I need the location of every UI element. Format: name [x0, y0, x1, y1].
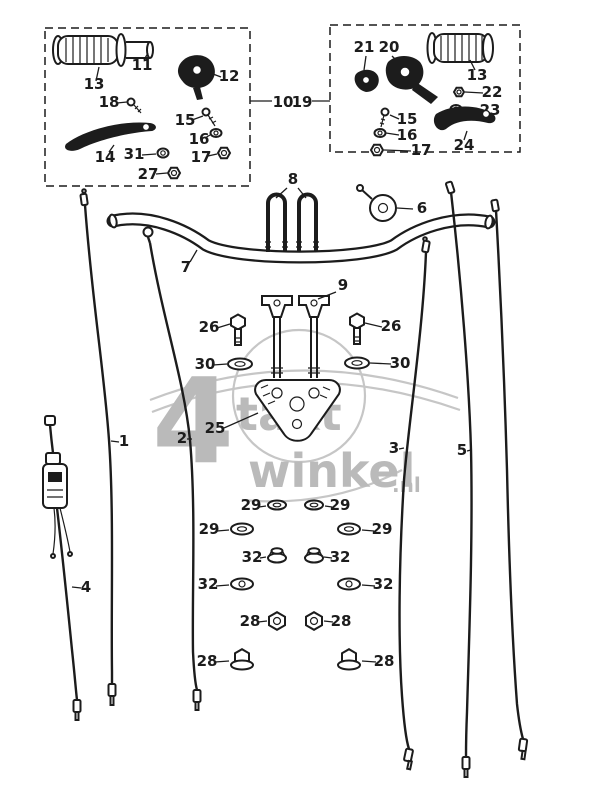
screw-18 — [126, 97, 142, 114]
part-label-nut-28-b: 28 — [331, 612, 352, 630]
part-label-screw-18: 18 — [99, 93, 120, 111]
bolt-15-right — [379, 107, 390, 128]
part-label-bolt-26-right: 26 — [381, 317, 402, 335]
bracket-plate — [254, 379, 341, 442]
part-label-washer-16-right: 16 — [397, 126, 418, 144]
part-label-bolt-26-left: 26 — [199, 318, 220, 336]
part-label-washer-30-left: 30 — [195, 355, 216, 373]
part-label-cable-1: 1 — [119, 432, 129, 450]
part-label-nut-17-right: 17 — [411, 141, 432, 159]
part-label-horn-6: 6 — [417, 199, 427, 217]
part-label-bolt-15-left: 15 — [175, 111, 196, 129]
washers-29-outer — [230, 522, 361, 536]
part-label-washer-29-c: 29 — [199, 520, 220, 538]
part-label-washer-31: 31 — [124, 145, 145, 163]
part-label-switch-20: 20 — [379, 38, 400, 56]
horn — [356, 184, 397, 222]
cable-4-switch — [42, 415, 82, 721]
bolt-26-right — [349, 312, 365, 345]
nut-17-left — [216, 146, 232, 160]
part-label-nut-32-b: 32 — [330, 548, 351, 566]
nuts-28-inner — [268, 611, 323, 631]
washer-16-right — [373, 128, 387, 138]
part-label-clamp-9: 9 — [338, 276, 348, 294]
lever-bracket-12 — [177, 55, 215, 100]
part-label-bolt-15-right: 15 — [397, 110, 418, 128]
part-label-nut-28-c: 28 — [197, 652, 218, 670]
part-label-nut-32-c: 32 — [198, 575, 219, 593]
part-label-cable-5: 5 — [457, 441, 467, 459]
nut-22 — [452, 86, 466, 98]
inset-box-right-border — [329, 24, 521, 153]
part-label-grip-left: 13 — [84, 75, 105, 93]
brake-lever-14 — [65, 122, 156, 151]
part-label-handlebar-7: 7 — [181, 258, 191, 276]
part-label-cable-4: 4 — [81, 578, 91, 596]
switch-clamp-21 — [354, 69, 379, 92]
lever-24 — [433, 106, 496, 131]
part-label-switch-clamp-21: 21 — [354, 38, 375, 56]
washer-31 — [156, 147, 170, 159]
part-label-cable-2: 2 — [177, 429, 187, 447]
part-label-bracket-25: 25 — [205, 419, 226, 437]
part-label-lever-14: 14 — [95, 148, 116, 166]
part-label-nut-28-a: 28 — [240, 612, 261, 630]
nuts-32-inner — [267, 547, 324, 564]
part-label-assembly-19: 19 — [292, 93, 313, 111]
washer-16-left — [209, 128, 223, 138]
watermark-word-bottom: winkel — [248, 444, 415, 498]
part-label-washer-29-b: 29 — [330, 496, 351, 514]
bolt-26-left — [230, 313, 246, 346]
washer-30-left — [227, 357, 253, 371]
washer-30-right — [344, 356, 370, 370]
watermark-suffix: .nl — [392, 473, 421, 497]
u-bolts — [265, 192, 319, 252]
cable-3 — [398, 236, 431, 771]
inset-box-left: 13 11 18 12 15 16 — [44, 27, 251, 187]
clamp-halves — [261, 295, 330, 378]
part-label-ubolts-8: 8 — [288, 170, 298, 188]
cable-2 — [142, 226, 202, 711]
cable-5-pair — [444, 180, 529, 778]
part-label-bracket-12: 12 — [219, 67, 240, 85]
switch-housing-20 — [385, 56, 438, 104]
inset-box-right: 21 20 13 22 23 — [329, 24, 521, 159]
part-label-nut-32-d: 32 — [373, 575, 394, 593]
part-label-assembly-10: 10 — [273, 93, 294, 111]
left-grip-assembly — [52, 33, 154, 67]
part-label-grip-right: 13 — [467, 66, 488, 84]
part-label-nut-17-left: 17 — [191, 148, 212, 166]
cable-1 — [79, 188, 117, 706]
part-label-nut-32-a: 32 — [242, 548, 263, 566]
part-label-lever-24: 24 — [454, 136, 475, 154]
part-label-washer-16-left: 16 — [189, 130, 210, 148]
part-label-washer-30-right: 30 — [390, 354, 411, 372]
part-label-washer-29-d: 29 — [372, 520, 393, 538]
part-label-cable-3: 3 — [389, 439, 399, 457]
part-label-washer-29-a: 29 — [241, 496, 262, 514]
part-label-nut-27: 27 — [138, 165, 159, 183]
washers-29-inner — [267, 499, 324, 511]
assembly-link-labels: 10 19 — [250, 93, 330, 111]
part-label-throttle-grip: 11 — [132, 56, 153, 74]
nuts-28-outer — [230, 648, 361, 671]
right-grip — [426, 32, 494, 64]
handlebar — [106, 212, 496, 264]
nut-27 — [166, 166, 182, 180]
part-label-nut-28-d: 28 — [374, 652, 395, 670]
nut-17-right — [369, 143, 385, 157]
nuts-32-outer — [230, 577, 361, 591]
bolt-15-left — [201, 107, 217, 127]
part-label-nut-22: 22 — [482, 83, 503, 101]
